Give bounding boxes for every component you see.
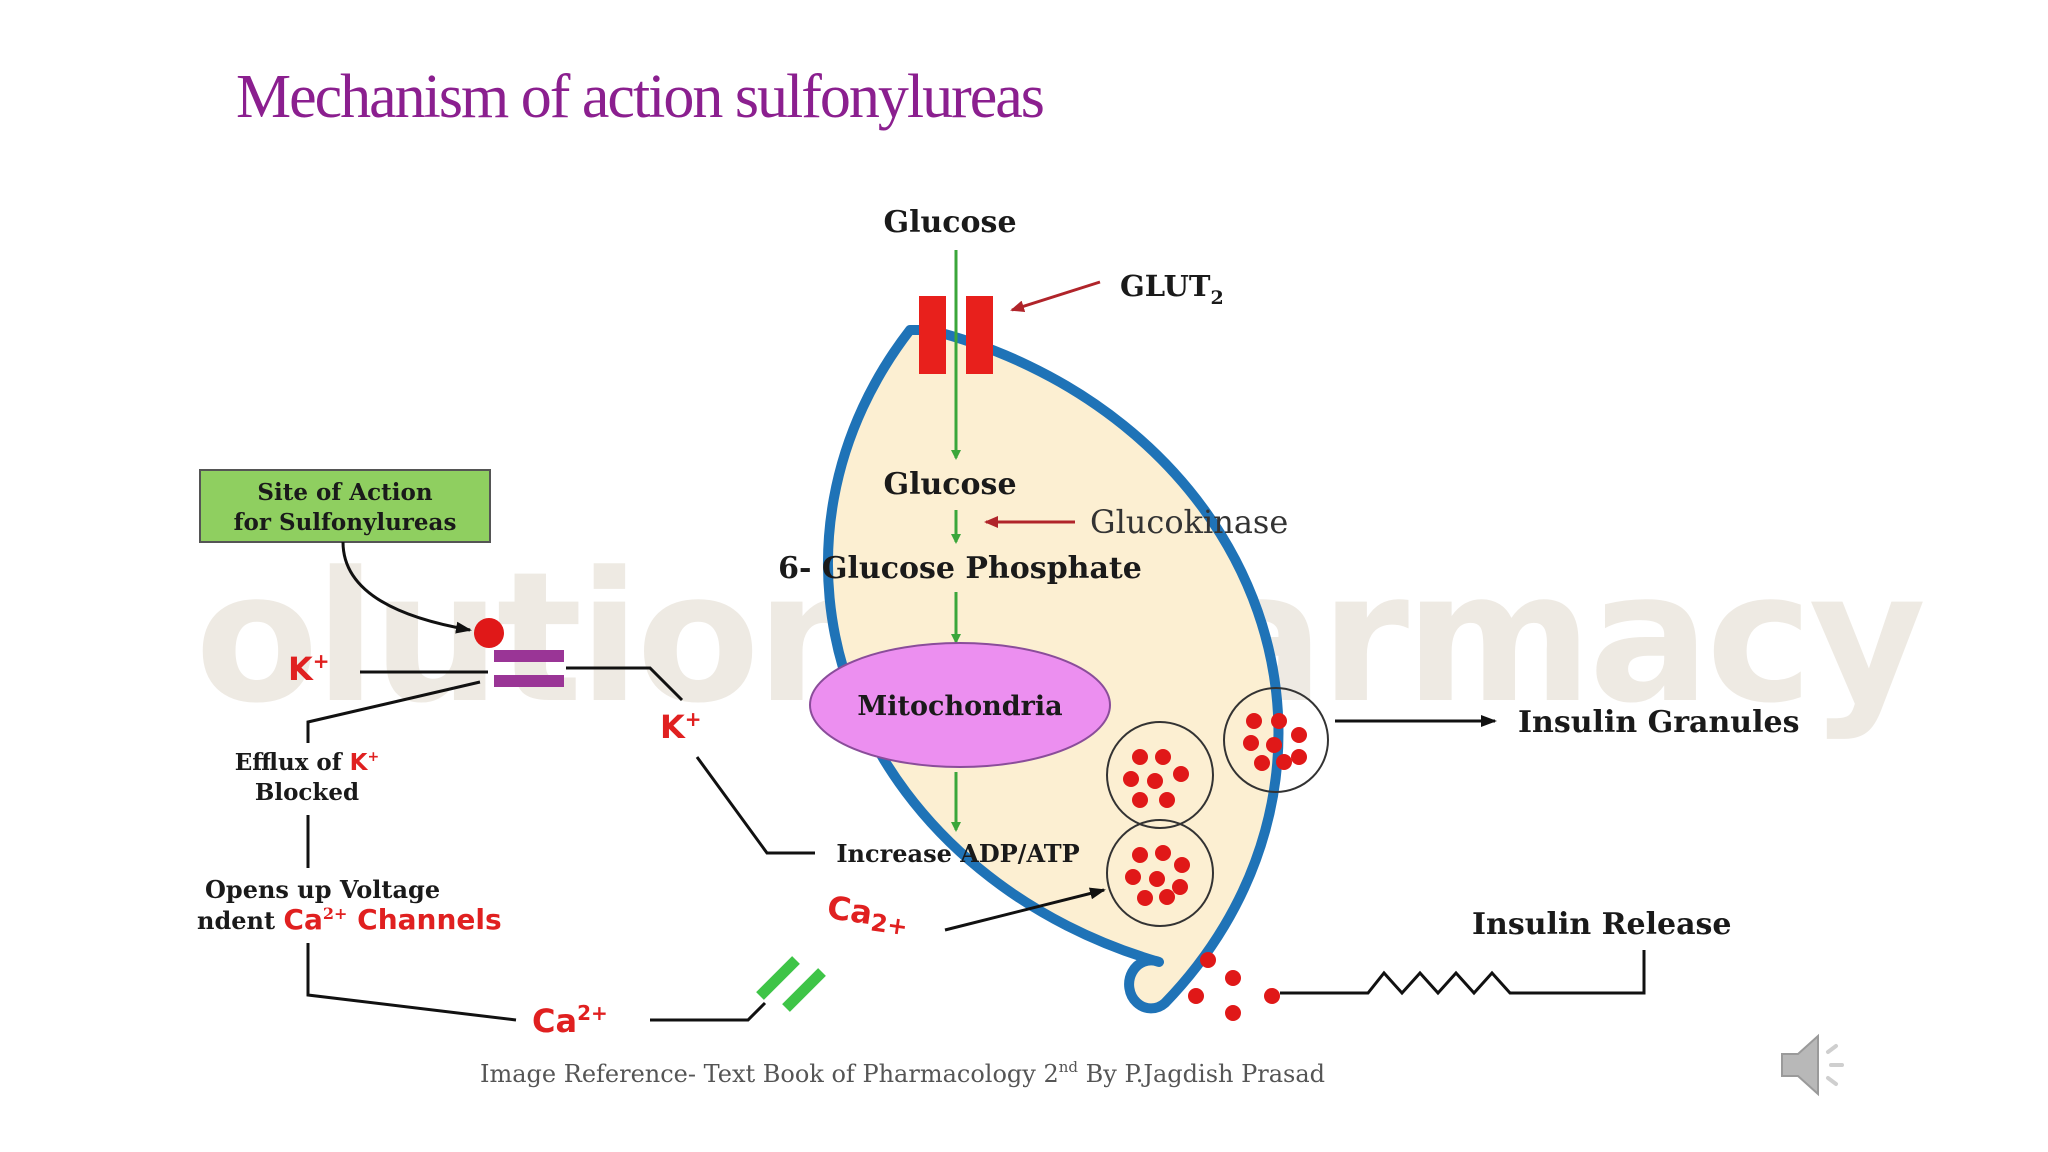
insulin-release-line	[1280, 950, 1646, 996]
glut2-channel	[919, 296, 993, 374]
insulin-granules-label: Insulin Granules	[1518, 705, 1799, 740]
speaker-icon[interactable]	[1776, 1030, 1866, 1100]
ca-to-channel-connector	[650, 1001, 767, 1022]
opens-channels-label: ndent Ca2+ Channels	[197, 903, 502, 936]
adp-atp-label: Increase ADP/ATP	[836, 839, 1079, 868]
glut2-pointer-arrow	[1010, 280, 1101, 313]
opens-to-ca-connector	[306, 943, 517, 1022]
insulin-granule-3	[1106, 819, 1214, 927]
katp-channel	[494, 650, 564, 687]
svg-text:for Sulfonylureas: for Sulfonylureas	[234, 509, 457, 536]
insulin-granule-2	[1106, 721, 1214, 829]
adp-atp-connector	[695, 756, 815, 855]
site-of-action-pointer	[341, 541, 472, 634]
site-of-action-box: Site of Action for Sulfonylureas	[199, 469, 491, 543]
k-inside-label: K+	[660, 707, 702, 746]
sulfonylurea-binding-dot	[474, 618, 504, 648]
slide-title: Mechanism of action sulfonylureas	[236, 63, 1045, 131]
glucose-6-phosphate-label: 6- Glucose Phosphate	[778, 551, 1142, 586]
k-outside-label: K+	[288, 649, 330, 688]
glut2-label: GLUT2	[1120, 269, 1224, 309]
k-inside-connector	[566, 666, 684, 702]
image-reference: Image Reference- Text Book of Pharmacolo…	[480, 1058, 1325, 1088]
efflux-label: Efflux of K+	[235, 749, 379, 776]
efflux-blocked-label: Blocked	[255, 779, 359, 806]
opens-voltage-label: Opens up Voltage	[205, 875, 440, 904]
efflux-connector	[306, 680, 481, 743]
insulin-granule-1	[1223, 687, 1329, 793]
glucose-outside-label: Glucose	[883, 205, 1016, 240]
mitochondria-label: Mitochondria	[857, 691, 1062, 722]
voltage-dependent-ca-channel	[756, 956, 826, 1012]
svg-text:Site of Action: Site of Action	[257, 479, 432, 506]
ca-channel-label: Ca2+	[532, 1001, 608, 1040]
ca-inside-label: Ca2+	[824, 888, 911, 941]
insulin-release-label: Insulin Release	[1472, 907, 1732, 942]
glucokinase-label: Glucokinase	[1090, 503, 1288, 541]
glucose-inside-label: Glucose	[883, 467, 1016, 502]
ca-to-granule-arrow	[944, 887, 1106, 932]
released-insulin-dots	[1188, 952, 1280, 1021]
mitochondria	[809, 642, 1111, 768]
